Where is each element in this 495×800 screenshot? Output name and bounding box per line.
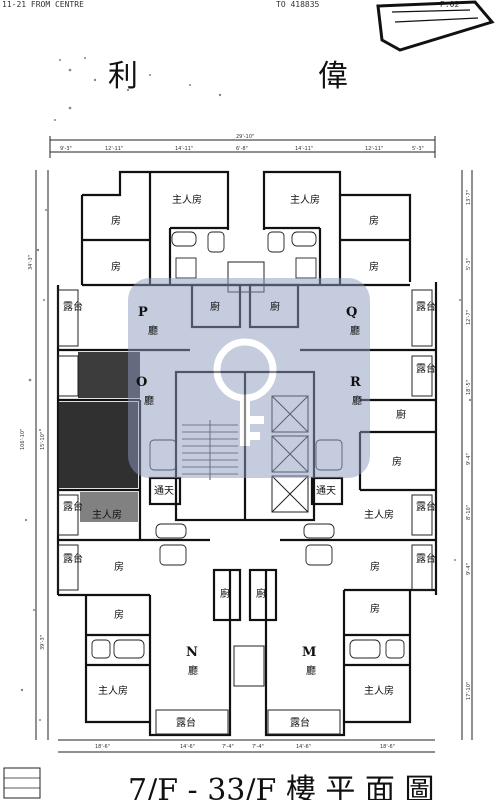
dim-right-7: 9'-4" <box>466 563 472 575</box>
bedroom-n-upper: 房 <box>114 560 124 573</box>
bedroom-m-upper: 房 <box>370 560 380 573</box>
dim-top-1: 9'-3" <box>60 146 72 152</box>
balcony-n-side: 露台 <box>63 552 83 565</box>
dim-top-6: 12'-11" <box>365 146 383 152</box>
dim-bottom-2: 14'-6" <box>180 744 195 750</box>
master-bedroom-n: 主人房 <box>98 684 128 697</box>
dim-right-2: 5'-3" <box>466 258 472 270</box>
flat-m-letter: M <box>302 645 316 660</box>
floor-caption: 7/F - 33/F 樓 平 面 圖 <box>128 773 434 800</box>
dim-left-4: 39'-3" <box>40 635 46 650</box>
dim-left-2: 106'-10" <box>20 429 26 450</box>
dimension-right: 13'-7" 5'-3" 12'-7" 18'-5" 9'-4" 8'-10" … <box>461 170 473 740</box>
balcony-r-bottom: 露台 <box>416 500 436 513</box>
dimension-bottom: 18'-6" 14'-6" 7'-4" 7'-4" 14'-6" 18'-6" <box>58 739 435 753</box>
dim-left-3: 15'-10" <box>40 432 46 450</box>
master-bedroom-r: 主人房 <box>364 508 394 521</box>
building-title-char-1: 利 <box>108 59 138 94</box>
master-bedroom-p: 主人房 <box>172 193 202 206</box>
kitchen-r: 廚 <box>396 408 406 421</box>
dim-right-6: 8'-10" <box>466 505 472 520</box>
dim-bottom-3: 7'-4" <box>222 744 234 750</box>
bedroom-p-1: 房 <box>111 214 121 227</box>
dimension-left: 34'-3" 106'-10" 15'-10" 39'-3" <box>20 170 49 740</box>
kitchen-m: 廚 <box>256 587 266 600</box>
dim-top-7: 5'-3" <box>412 146 424 152</box>
hall-p: 廳 <box>148 324 158 337</box>
header-left-text: 11-21 FROM CENTRE <box>2 0 84 9</box>
scan-noise <box>20 57 472 721</box>
dim-right-4: 18'-5" <box>466 380 472 395</box>
balcony-o-bottom: 露台 <box>63 500 83 513</box>
dim-right-5: 9'-4" <box>466 453 472 465</box>
flat-o-letter: O <box>136 375 147 390</box>
balcony-p-top: 露台 <box>63 300 83 313</box>
hall-m: 廳 <box>306 664 316 677</box>
balcony-q-top: 露台 <box>416 300 436 313</box>
dimension-top: 29'-10" 9'-3" 12'-11" 14'-11" 6'-8" 14'-… <box>49 134 436 158</box>
kitchen-q: 廚 <box>270 300 280 313</box>
balcony-n: 露台 <box>176 716 196 729</box>
kitchen-p: 廚 <box>210 300 220 313</box>
dim-bottom-4: 7'-4" <box>252 744 264 750</box>
balcony-m: 露台 <box>290 716 310 729</box>
hall-o: 廳 <box>144 394 154 407</box>
flat-n-letter: N <box>186 645 198 660</box>
footer: 7/F - 33/F 樓 平 面 圖 <box>3 767 434 800</box>
dim-top-3: 14'-11" <box>175 146 193 152</box>
kitchen-n: 廚 <box>220 587 230 600</box>
scan-dark-patch <box>58 352 140 522</box>
dim-top-5: 14'-11" <box>295 146 313 152</box>
dim-bottom-6: 18'-6" <box>380 744 395 750</box>
balcony-m-side: 露台 <box>416 552 436 565</box>
hall-q: 廳 <box>350 324 360 337</box>
dim-top-4: 6'-8" <box>236 146 248 152</box>
bedroom-m: 房 <box>370 602 380 615</box>
dim-right-1: 13'-7" <box>466 190 472 205</box>
header-code: TO 418835 <box>276 0 320 9</box>
hall-r: 廳 <box>352 394 362 407</box>
watermark <box>128 278 370 478</box>
bedroom-n: 房 <box>114 608 124 621</box>
bedroom-q-2: 房 <box>369 260 379 273</box>
dim-bottom-1: 18'-6" <box>95 744 110 750</box>
master-bedroom-m: 主人房 <box>364 684 394 697</box>
light-well-left: 通天 <box>154 485 174 497</box>
balcony-r-top: 露台 <box>416 362 436 375</box>
flat-r-letter: R <box>350 375 361 390</box>
dim-right-8: 17'-10" <box>466 682 472 700</box>
dim-bottom-5: 14'-6" <box>296 744 311 750</box>
dim-left-1: 34'-3" <box>28 255 34 270</box>
flat-q-letter: Q <box>346 305 357 320</box>
master-bedroom-q: 主人房 <box>290 193 320 206</box>
bedroom-q-1: 房 <box>369 214 379 227</box>
hall-n: 廳 <box>188 664 198 677</box>
dim-top-2: 12'-11" <box>105 146 123 152</box>
master-bedroom-o: 主人房 <box>92 508 122 521</box>
bedroom-p-2: 房 <box>111 260 121 273</box>
bedroom-r: 房 <box>392 455 402 468</box>
light-well-right: 通天 <box>316 485 336 497</box>
room-labels: 主人房 主人房 房 房 房 房 廚 廚 P 廳 Q 廳 露台 露台 露台 露台 … <box>63 193 436 729</box>
corner-stamp <box>376 0 495 52</box>
building-title-char-2: 偉 <box>318 59 348 94</box>
flat-p-letter: P <box>138 305 148 320</box>
dim-right-3: 12'-7" <box>466 310 472 325</box>
dim-overall: 29'-10" <box>236 134 254 140</box>
